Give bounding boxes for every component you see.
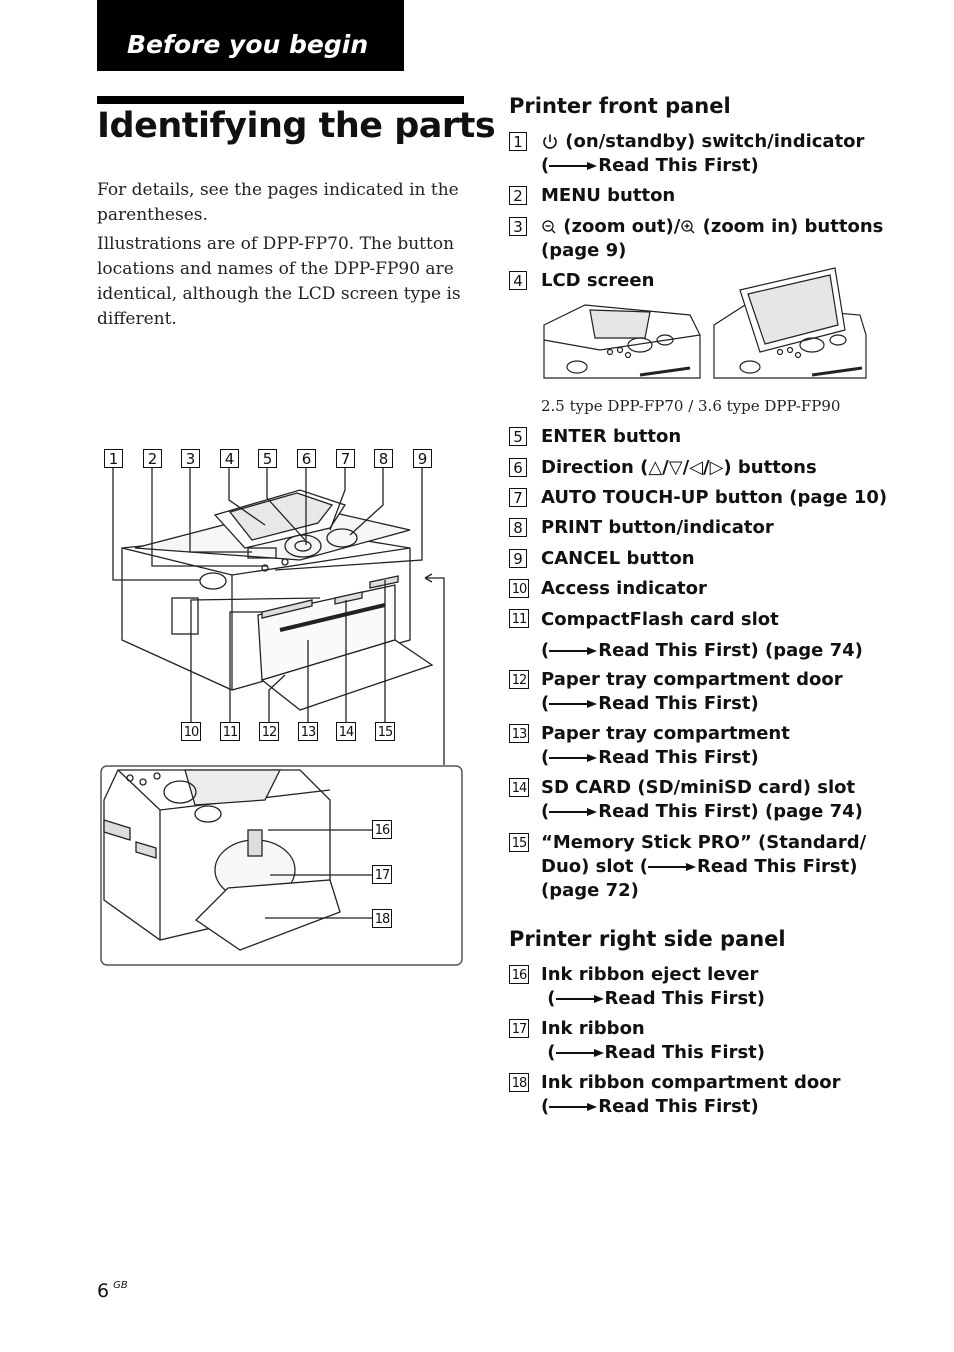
reference-arrow-icon — [647, 863, 696, 871]
item-label-a: (zoom out)/ — [563, 216, 681, 237]
item-label: AUTO TOUCH-UP button (page 10) — [541, 487, 888, 508]
item-number: 16 — [509, 965, 529, 984]
item-number: 13 — [509, 724, 529, 743]
item-number: 12 — [509, 670, 529, 689]
item-label: PRINT button/indicator — [541, 517, 774, 538]
item-number: 8 — [509, 518, 527, 537]
callout-6: 6 — [297, 449, 316, 468]
reference-arrow-icon — [555, 995, 604, 1003]
callout-16: 16 — [372, 820, 392, 839]
item-label: LCD screen — [541, 270, 655, 291]
callout-2: 2 — [143, 449, 162, 468]
item-reference: Read This First) — [598, 155, 759, 176]
callout-8: 8 — [374, 449, 393, 468]
callout-18: 18 — [372, 909, 392, 928]
reference-arrow-icon — [549, 808, 598, 816]
callout-3: 3 — [181, 449, 200, 468]
item-label: (on/standby) switch/indicator — [565, 131, 865, 152]
item-reference: Read This First) — [696, 856, 858, 877]
callout-9: 9 — [413, 449, 432, 468]
item-label: CANCEL button — [541, 548, 695, 569]
item-label: Access indicator — [541, 578, 707, 599]
callout-11: 11 — [220, 722, 240, 741]
item-label: “Memory Stick PRO” (Standard/ — [541, 832, 867, 853]
item-label: Ink ribbon compartment door — [541, 1072, 841, 1093]
callout-4: 4 — [220, 449, 239, 468]
item-number: 1 — [509, 132, 527, 151]
item-number: 2 — [509, 186, 527, 205]
callout-13: 13 — [298, 722, 318, 741]
item-reference: Read This First) — [604, 988, 766, 1009]
language-code: GB — [113, 1280, 128, 1291]
callout-12: 12 — [259, 722, 279, 741]
section-tab-label: Before you begin — [127, 30, 369, 59]
item-reference: Read This First) — [598, 747, 759, 768]
item-reference: Read This First) — [598, 1096, 759, 1117]
page-number-value: 6 — [97, 1280, 110, 1302]
callout-7: 7 — [336, 449, 355, 468]
item-label: Paper tray compartment door — [541, 669, 843, 690]
item-number: 9 — [509, 549, 527, 568]
item-number: 3 — [509, 217, 527, 236]
item-reference: Read This First) (page 74) — [598, 801, 863, 822]
item-label: Ink ribbon eject lever — [541, 964, 759, 985]
callout-17: 17 — [372, 865, 392, 884]
callout-5: 5 — [258, 449, 277, 468]
reference-arrow-icon — [549, 162, 598, 170]
reference-arrow-icon — [549, 647, 598, 655]
page-title: Identifying the parts — [97, 106, 496, 146]
item-number: 4 — [509, 271, 527, 290]
reference-arrow-icon — [549, 754, 598, 762]
item-label: Direction (△/▽/◁/▷) buttons — [541, 457, 817, 478]
zoom-out-icon — [542, 220, 556, 234]
item-label: CompactFlash card slot — [541, 609, 779, 630]
item-reference: Read This First) (page 74) — [598, 640, 863, 661]
item-number: 18 — [509, 1073, 529, 1092]
item-number: 15 — [509, 833, 529, 852]
zoom-in-icon — [681, 220, 695, 234]
item-number: 17 — [509, 1019, 529, 1038]
item-label-2: Duo) slot ( — [541, 856, 648, 877]
item-label: MENU button — [541, 185, 676, 206]
title-rule — [97, 96, 464, 104]
intro-text: For details, see the pages indicated in … — [97, 178, 467, 336]
item-label-b: (zoom in) buttons — [702, 216, 884, 237]
item-label: Ink ribbon — [541, 1018, 645, 1039]
item-reference: Read This First) — [604, 1042, 766, 1063]
callout-15: 15 — [375, 722, 395, 741]
reference-arrow-icon — [549, 1103, 598, 1111]
item-label: ENTER button — [541, 426, 682, 447]
item-number: 5 — [509, 427, 527, 446]
item-page-ref: (page 9) — [541, 240, 627, 261]
right-panel-heading: Printer right side panel — [509, 927, 786, 951]
item-number: 6 — [509, 458, 527, 477]
lcd-caption: 2.5 type DPP-FP70 / 3.6 type DPP-FP90 — [541, 397, 841, 415]
section-tab: Before you begin — [97, 0, 404, 71]
front-panel-heading: Printer front panel — [509, 94, 731, 118]
power-icon — [543, 134, 557, 149]
item-number: 14 — [509, 778, 529, 797]
callout-1: 1 — [104, 449, 123, 468]
item-number: 10 — [509, 579, 529, 598]
item-label: Paper tray compartment — [541, 723, 790, 744]
callout-10: 10 — [181, 722, 201, 741]
item-number: 11 — [509, 609, 529, 628]
callout-14: 14 — [336, 722, 356, 741]
intro-paragraph-2: Illustrations are of DPP-FP70. The butto… — [97, 234, 461, 329]
item-reference: Read This First) — [598, 693, 759, 714]
intro-paragraph-1: For details, see the pages indicated in … — [97, 180, 459, 225]
item-label: SD CARD (SD/miniSD card) slot — [541, 777, 856, 798]
reference-arrow-icon — [549, 700, 598, 708]
item-number: 7 — [509, 488, 527, 507]
item-page-ref: (page 72) — [541, 880, 639, 901]
reference-arrow-icon — [555, 1049, 604, 1057]
